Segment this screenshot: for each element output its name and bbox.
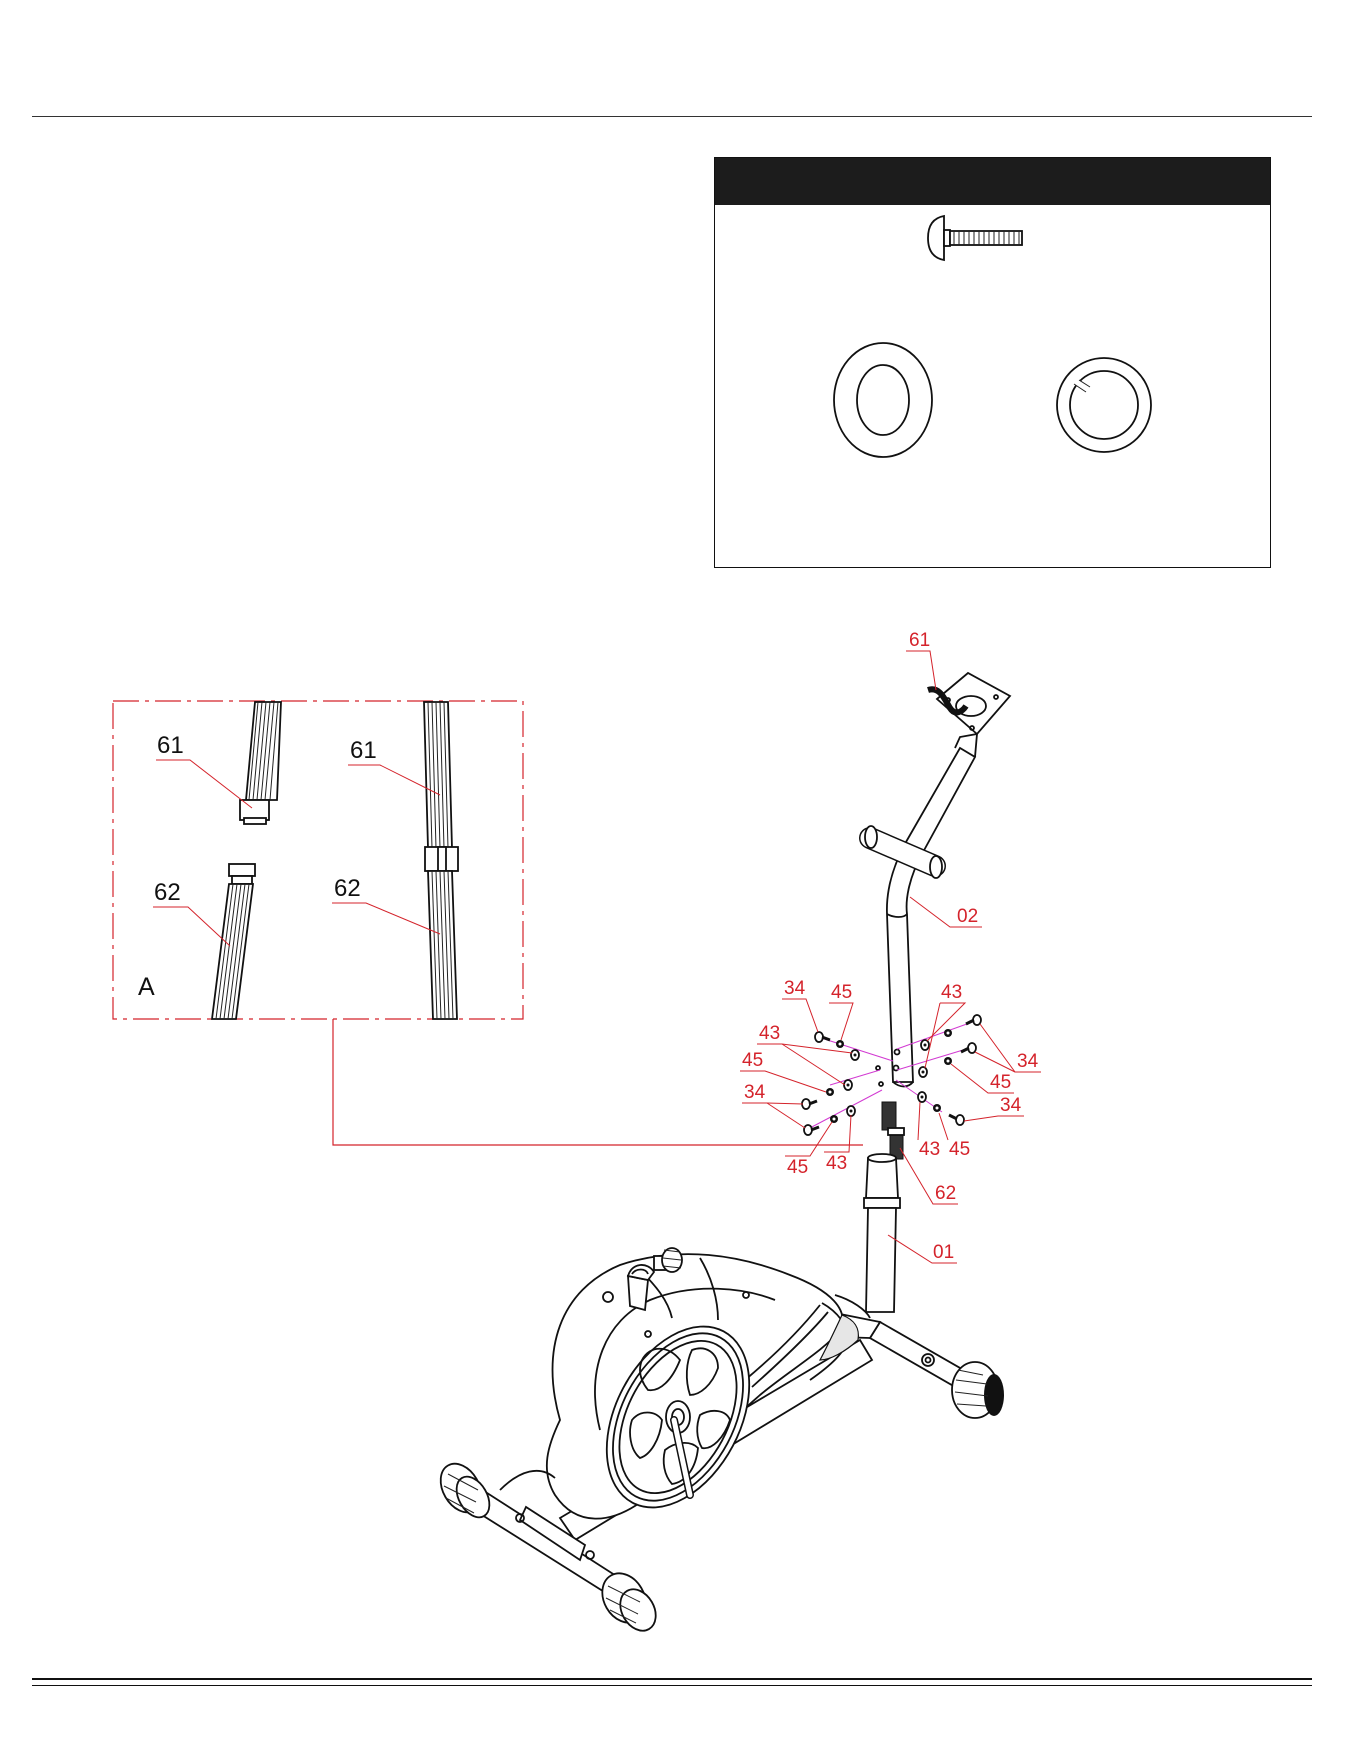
callout-62-detail-left: 62 (154, 879, 181, 906)
front-end-cap-left (432, 1456, 496, 1523)
callout-43-left-top: 43 (759, 1023, 780, 1044)
cable-61-joined (424, 702, 452, 848)
callout-45-left-bottom: 45 (787, 1157, 808, 1178)
detail-letter: A (138, 973, 155, 1001)
callout-62-main: 62 (935, 1183, 956, 1204)
bottom-rule (32, 1678, 1312, 1680)
bolt-34-left-mid (802, 1099, 817, 1109)
callout-34-left-top: 34 (784, 978, 806, 999)
washer-43-left-mid (844, 1080, 852, 1090)
callout-01: 01 (933, 1242, 954, 1263)
detail-link-line (333, 1019, 863, 1145)
bottom-rule-secondary (32, 1685, 1312, 1686)
lockwasher-45-right-low (933, 1104, 941, 1112)
lockwasher-45-left-low (830, 1115, 838, 1123)
callout-43-right-bottom: 43 (919, 1139, 940, 1160)
callout-45-left-top: 45 (831, 982, 852, 1003)
bolt-34-right-top (966, 1015, 981, 1025)
callout-62-detail-right: 62 (334, 875, 361, 902)
rear-end-cap (952, 1362, 1004, 1418)
washer-43-left-top (851, 1050, 859, 1060)
bolt-34-right-mid (961, 1043, 976, 1053)
connector-joined (425, 847, 458, 871)
upright-post-02 (865, 673, 1010, 1087)
callout-43-left-bottom: 43 (826, 1153, 847, 1174)
cable-62-joined (428, 871, 457, 1019)
washer-43-right-low (918, 1092, 926, 1102)
callout-61-detail-right: 61 (350, 737, 377, 764)
bolt-34-left-low (804, 1125, 819, 1135)
callout-34-right-top: 34 (1017, 1051, 1039, 1072)
machine-base (432, 1248, 1004, 1637)
washer-43-right-top (921, 1040, 929, 1050)
callout-34-left-low: 34 (744, 1082, 766, 1103)
bolt-34-right-low (949, 1115, 964, 1125)
callout-45-right-mid: 45 (990, 1072, 1011, 1093)
callout-34-right-low: 34 (1000, 1095, 1022, 1116)
lockwasher-45-left-mid (826, 1088, 834, 1096)
bolt-34-left-top (815, 1032, 830, 1042)
lockwasher-45-left-top (836, 1040, 844, 1048)
callout-45-left-mid: 45 (742, 1050, 763, 1071)
lockwasher-45-right-mid (944, 1057, 952, 1065)
cable-61-separated (240, 702, 281, 824)
base-post-01 (864, 1154, 900, 1312)
lockwasher-45-right-top (944, 1029, 952, 1037)
callout-02: 02 (957, 906, 978, 927)
callout-43-right-top: 43 (941, 982, 962, 1003)
cable-62-main (882, 1102, 904, 1159)
callout-45-right-bottom: 45 (949, 1139, 970, 1160)
callout-61-top: 61 (909, 630, 930, 651)
tension-knob (654, 1248, 682, 1272)
callout-61-detail-left: 61 (157, 732, 184, 759)
washer-43-right-mid (919, 1067, 927, 1077)
washer-43-left-low (847, 1106, 855, 1116)
cable-62-separated (212, 864, 255, 1019)
